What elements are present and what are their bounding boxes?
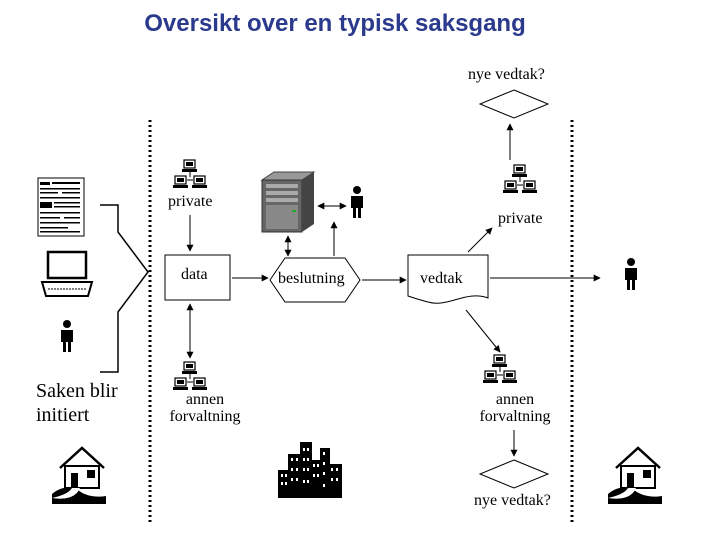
- annen-forvaltning-right-line1: annen: [495, 391, 535, 408]
- laptop-icon: [40, 250, 94, 297]
- network-computers-icon: [482, 354, 518, 384]
- annen-forvaltning-left-label: annen forvaltning: [160, 391, 250, 425]
- saken-blir-initiert-label: Saken blir initiert: [36, 379, 118, 427]
- network-computers-icon: [172, 159, 208, 189]
- private-left-label: private: [168, 193, 213, 210]
- decision-diamond-top: [478, 89, 550, 119]
- nye-vedtak-bottom-label: nye vedtak?: [474, 492, 551, 509]
- beslutning-label: beslutning: [278, 270, 345, 287]
- private-right-label: private: [498, 210, 543, 227]
- annen-forvaltning-right-line2: forvaltning: [479, 408, 551, 425]
- form-document-icon: [37, 177, 85, 237]
- recipient-person-icon: [625, 258, 637, 290]
- data-box: [164, 254, 231, 301]
- vedtak-label: vedtak: [420, 270, 463, 287]
- decision-hexagon: [269, 257, 361, 303]
- arrow-vedtak-to-annen-forvaltning: [465, 309, 501, 353]
- annen-forvaltning-left-line1: annen: [185, 391, 225, 408]
- data-label: data: [181, 266, 208, 283]
- decision-diamond-bottom: [478, 459, 550, 489]
- network-computers-icon: [502, 164, 538, 194]
- initiation-arrow: [100, 204, 149, 373]
- network-computers-icon: [172, 361, 208, 391]
- caseworker-person-icon: [351, 186, 363, 218]
- house-left-icon: [50, 446, 108, 506]
- saken-blir-line: Saken blir: [36, 380, 118, 402]
- citizen-person-icon: [61, 320, 73, 352]
- server-icon: [260, 171, 316, 233]
- diagram-title: Oversikt over en typisk saksgang: [144, 10, 526, 37]
- annen-forvaltning-right-label: annen forvaltning: [470, 391, 560, 425]
- arrow-vedtak-to-private: [467, 227, 493, 253]
- annen-forvaltning-left-line2: forvaltning: [169, 408, 241, 425]
- city-buildings-icon: [278, 442, 342, 498]
- initiert-line: initiert: [36, 404, 90, 426]
- house-right-icon: [606, 446, 664, 506]
- nye-vedtak-top-label: nye vedtak?: [468, 66, 545, 83]
- vedtak-document-shape: [407, 254, 489, 304]
